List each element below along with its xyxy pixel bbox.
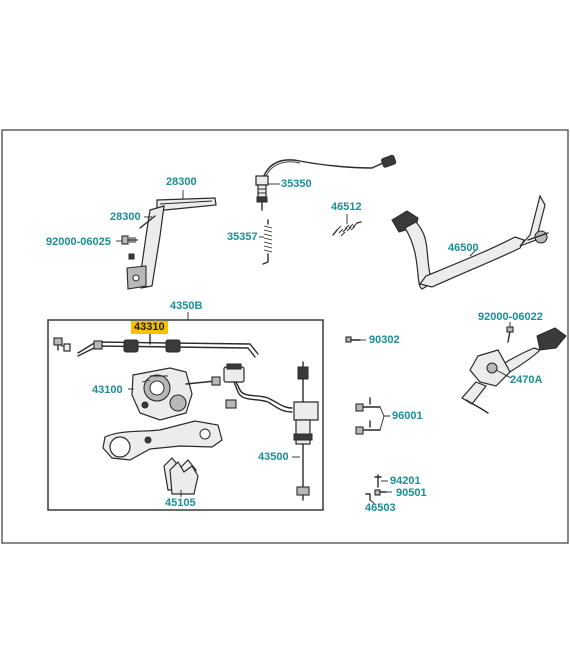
brake-pedal-28300[interactable] [126,197,217,290]
brake-pads-45105[interactable] [163,457,199,495]
caliper-assembly-box-4350B [47,319,324,511]
label-2470A[interactable]: 2470A [510,374,543,386]
small-nut-left [128,253,135,260]
label-28300-top[interactable]: 28300 [166,176,197,188]
pin-94201[interactable] [374,474,382,488]
label-43310-highlighted[interactable]: 43310 [131,321,168,334]
label-46512[interactable]: 46512 [331,201,362,213]
brake-pedal-2470A[interactable] [461,327,567,414]
label-92000-06025[interactable]: 92000-06025 [46,236,111,248]
label-96001[interactable]: 96001 [392,410,423,422]
brake-hose-43310[interactable] [77,333,259,358]
label-4350B[interactable]: 4350B [170,300,203,312]
clip-46503[interactable] [365,493,371,501]
leader-2470A [495,369,512,379]
label-35350[interactable]: 35350 [281,178,312,190]
brake-caliper-43100[interactable] [131,367,221,421]
label-94201[interactable]: 94201 [390,475,421,487]
master-cylinder-43500[interactable] [223,361,319,501]
label-43100[interactable]: 43100 [92,384,123,396]
caliper-bracket[interactable] [102,420,223,461]
label-90501[interactable]: 90501 [396,487,427,499]
leader-96001 [379,406,390,431]
stop-switch-35350[interactable] [255,154,397,211]
bolt-90302[interactable] [345,336,361,343]
banjo-bolt-left[interactable] [53,337,71,352]
label-90302[interactable]: 90302 [369,334,400,346]
label-46500[interactable]: 46500 [448,242,479,254]
label-43500[interactable]: 43500 [258,451,289,463]
bolt-92000-06025[interactable] [121,235,138,245]
bolts-96001[interactable] [355,397,381,435]
label-45105[interactable]: 45105 [165,497,196,509]
label-92000-06022[interactable]: 92000-06022 [478,311,543,323]
outer-frame [1,129,569,544]
label-28300-left[interactable]: 28300 [110,211,141,223]
label-35357[interactable]: 35357 [227,231,258,243]
brake-arm-46500[interactable] [391,194,549,290]
washer-90501[interactable] [374,489,387,496]
leader-46500 [469,248,478,257]
spring-46512[interactable] [332,221,362,237]
leader-46503 [369,499,377,506]
label-46503[interactable]: 46503 [365,502,396,514]
bolt-92000-06022[interactable] [506,326,514,343]
spring-35357[interactable] [262,219,273,265]
